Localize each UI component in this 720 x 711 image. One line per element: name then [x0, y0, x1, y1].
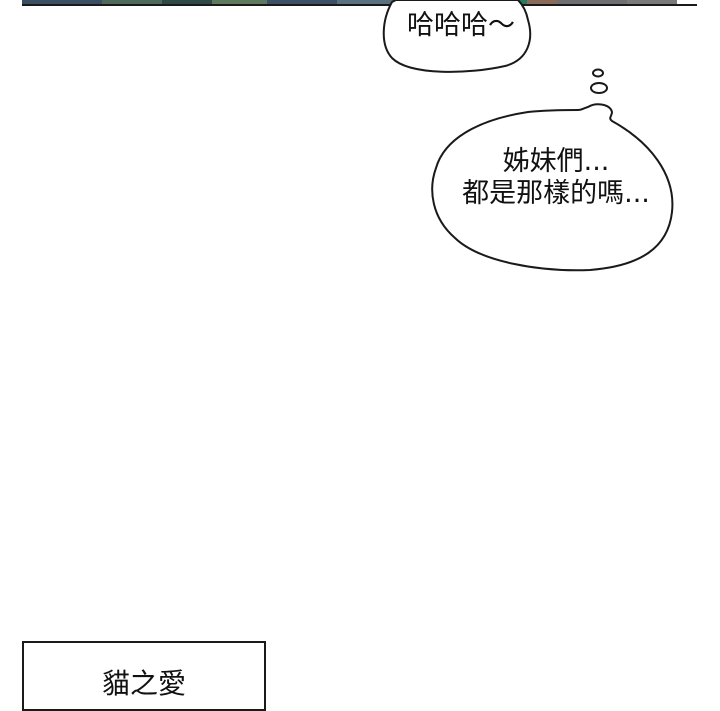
- thought-trail-medium-circle: [590, 82, 608, 94]
- panel-art-segment: [627, 0, 677, 4]
- panel-art-segment: [557, 0, 627, 4]
- thought-bubble-text: 姊妹們... 都是那樣的嗎...: [440, 146, 672, 210]
- panel-art-segment: [22, 0, 102, 4]
- chapter-title-box: 貓之愛: [22, 641, 266, 711]
- panel-art-segment: [337, 0, 392, 4]
- panel-art-segment: [527, 0, 557, 4]
- thought-trail-small-circle: [592, 68, 604, 78]
- panel-art-segment: [212, 0, 267, 4]
- laugh-bubble-text: 哈哈哈～: [407, 10, 515, 41]
- chapter-title: 貓之愛: [101, 667, 186, 700]
- panel-art-segment: [162, 0, 212, 4]
- thought-line-1: 姊妹們...: [502, 146, 610, 177]
- laugh-speech-bubble: [382, 0, 532, 73]
- thought-line-2: 都是那樣的嗎...: [462, 178, 650, 209]
- panel-art-segment: [102, 0, 162, 4]
- panel-art-segment: [267, 0, 337, 4]
- thought-bubble: [431, 103, 674, 272]
